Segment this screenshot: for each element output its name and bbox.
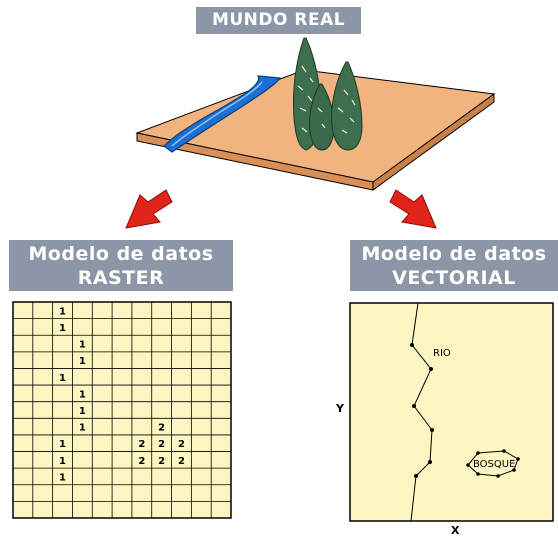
raster-cell-value: 2 bbox=[158, 439, 165, 450]
forest-vertices bbox=[466, 449, 520, 478]
raster-grid: 1 1 1 1 1 1 1 1 2 1 2 2 2 1 2 2 2 1 bbox=[12, 301, 232, 519]
forest-label: BOSQUE bbox=[473, 459, 515, 470]
raster-cell-value: 1 bbox=[79, 406, 86, 417]
raster-cell-value: 1 bbox=[59, 373, 66, 384]
raster-cell-value: 1 bbox=[59, 439, 66, 450]
raster-cell-value: 2 bbox=[158, 423, 165, 434]
vector-panel: RIO BOSQUE Y X bbox=[335, 302, 554, 537]
raster-cell-value: 2 bbox=[158, 456, 165, 467]
real-river-highlight bbox=[171, 81, 263, 147]
raster-cell-value: 1 bbox=[79, 423, 86, 434]
real-forest bbox=[293, 37, 363, 151]
vector-river-line bbox=[410, 302, 433, 522]
raster-cell-value: 2 bbox=[178, 439, 185, 450]
vector-model-label: Modelo de datos VECTORIAL bbox=[350, 240, 558, 291]
raster-cell-value: 1 bbox=[79, 389, 86, 400]
raster-cell-value: 1 bbox=[59, 472, 66, 483]
vector-map-frame bbox=[349, 302, 554, 522]
raster-cell-value: 2 bbox=[178, 456, 185, 467]
raster-cell-value: 1 bbox=[79, 340, 86, 351]
raster-label-line2: RASTER bbox=[77, 267, 165, 289]
river-label: RIO bbox=[433, 348, 451, 359]
y-axis-label: Y bbox=[335, 402, 345, 415]
raster-model-label: Modelo de datos RASTER bbox=[9, 240, 233, 291]
vector-river-vertices bbox=[410, 343, 434, 478]
vector-label-line2: VECTORIAL bbox=[392, 267, 516, 289]
raster-cell-value: 1 bbox=[79, 356, 86, 367]
forest-polygon bbox=[467, 450, 519, 477]
board-side-right bbox=[372, 93, 495, 191]
right-arrow bbox=[389, 189, 437, 229]
raster-cell-value: 2 bbox=[138, 439, 145, 450]
tree-3 bbox=[331, 61, 363, 151]
x-axis-label: X bbox=[451, 524, 460, 537]
mundo-real-title: MUNDO REAL bbox=[196, 7, 361, 34]
tree-3-texture bbox=[317, 89, 356, 134]
raster-cell-value: 1 bbox=[59, 306, 66, 317]
raster-cell-value: 1 bbox=[59, 323, 66, 334]
real-river bbox=[163, 75, 282, 153]
raster-cell-value: 1 bbox=[59, 456, 66, 467]
left-arrow bbox=[125, 189, 173, 229]
raster-label-line1: Modelo de datos bbox=[28, 243, 214, 265]
vector-label-line1: Modelo de datos bbox=[361, 243, 547, 265]
raster-cell-value: 2 bbox=[138, 456, 145, 467]
